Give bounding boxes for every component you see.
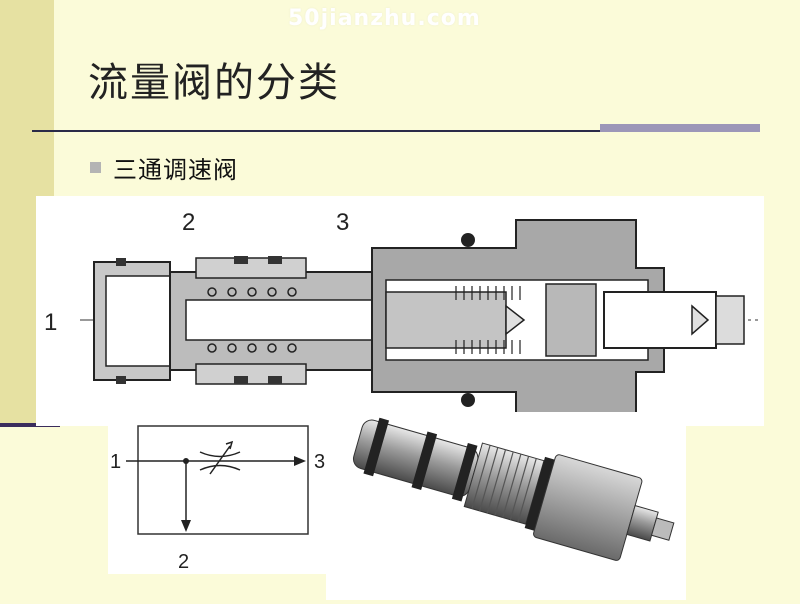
symbol-label-1: 1	[110, 451, 121, 473]
port-label-3: 3	[336, 209, 349, 236]
watermark: 50jianzhu.com	[288, 6, 481, 31]
valve-symbol-panel: 1 3 2	[108, 424, 326, 574]
valve-symbol-diagram: 1 3 2	[110, 425, 325, 573]
slide-title: 流量阀的分类	[88, 60, 340, 106]
port-label-2: 2	[182, 209, 195, 236]
valve-photo-panel	[326, 412, 686, 600]
symbol-label-2: 2	[178, 551, 189, 573]
bullet-square-icon	[90, 162, 101, 173]
bullet-text: 三通调速阀	[113, 156, 238, 184]
valve-section-drawing: 2 3 1	[44, 209, 758, 421]
section-drawing-panel: 2 3 1	[36, 196, 764, 426]
cartridge-valve-photo-icon	[352, 417, 675, 561]
bullet-item: 三通调速阀	[90, 150, 238, 185]
left-decor-line	[0, 423, 60, 427]
title-rule-accent	[600, 124, 760, 132]
port-label-1: 1	[44, 309, 57, 336]
symbol-label-3: 3	[314, 451, 325, 473]
title-rule	[32, 130, 760, 132]
